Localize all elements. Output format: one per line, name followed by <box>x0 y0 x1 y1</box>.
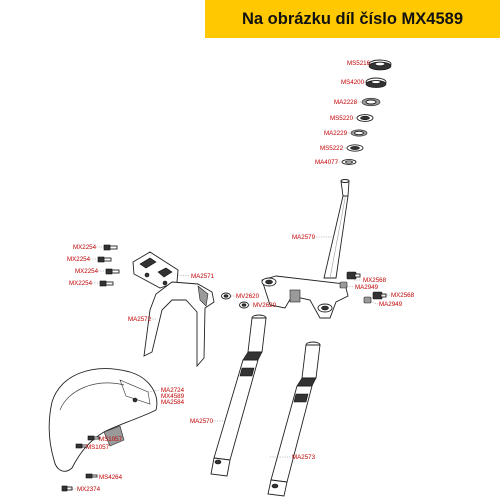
part-ms1057-1[interactable] <box>87 435 100 441</box>
title-banner: Na obrázku díl číslo MX4589 <box>205 0 500 38</box>
leader-lines <box>70 62 390 490</box>
part-ma2570[interactable] <box>210 314 267 477</box>
label-mv2620-1: MV2620 <box>236 293 260 300</box>
label-ma2229: MA2229 <box>324 130 348 137</box>
part-mx2374[interactable] <box>61 485 73 492</box>
label-ma2573: MA2573 <box>292 454 316 461</box>
part-mv2620-1[interactable] <box>221 292 231 300</box>
label-ma2584: MA2584 <box>161 399 185 406</box>
label-ms5216: MS5216 <box>347 60 371 67</box>
part-mx2568-top[interactable] <box>346 271 361 280</box>
label-mx2254-1: MX2254 <box>73 244 97 251</box>
part-ma4077[interactable] <box>341 159 357 165</box>
part-ms4264[interactable] <box>85 473 98 479</box>
label-ms5220: MS5220 <box>330 115 354 122</box>
part-ms4200[interactable] <box>365 77 387 88</box>
part-mx2254-4[interactable] <box>99 280 114 287</box>
label-ma2949-1: MA2949 <box>355 284 379 291</box>
part-mx2254-1[interactable] <box>103 244 118 251</box>
part-ma2572[interactable] <box>143 281 215 368</box>
part-ms5216[interactable] <box>368 59 392 71</box>
label-ma4077: MA4077 <box>315 159 339 166</box>
part-mv2620-2[interactable] <box>239 301 249 309</box>
label-ma2579: MA2579 <box>292 234 316 241</box>
bolt-group-mx2254 <box>97 244 120 287</box>
label-ma2571: MA2571 <box>191 273 215 280</box>
label-ma2228: MA2228 <box>334 99 358 106</box>
label-ma2949-2: MA2949 <box>379 301 403 308</box>
part-ms1057-2[interactable] <box>75 443 88 449</box>
label-mx2374: MX2374 <box>77 486 101 493</box>
banner-title: Na obrázku díl číslo MX4589 <box>242 9 463 28</box>
label-ma2572: MA2572 <box>128 316 152 323</box>
label-ms5222: MS5222 <box>320 145 344 152</box>
label-mx2568-1: MX2568 <box>363 277 387 284</box>
label-mv2620-2: MV2620 <box>253 302 277 309</box>
part-mx2254-2[interactable] <box>97 256 112 263</box>
label-mx4589: MX4589 <box>161 393 185 400</box>
part-ma2573[interactable] <box>267 341 321 497</box>
part-mx2254-3[interactable] <box>105 268 120 275</box>
part-mx2568-bottom[interactable] <box>372 291 387 300</box>
part-mx4589-mudguard[interactable] <box>48 368 158 472</box>
part-ma2949-top[interactable] <box>339 281 348 289</box>
part-ma2229[interactable] <box>350 129 368 137</box>
part-ma2571[interactable] <box>132 251 179 289</box>
label-mx2254-2: MX2254 <box>67 256 91 263</box>
part-ma2949-bottom[interactable] <box>363 296 372 304</box>
part-ms5222[interactable] <box>346 144 364 152</box>
part-labels: MS5216 MS4200 MA2228 MS5220 MA2229 MS522… <box>67 60 415 493</box>
part-triple-clamp[interactable] <box>261 275 349 319</box>
label-ms4264: MS4264 <box>99 474 123 481</box>
part-ma2228[interactable] <box>361 97 381 107</box>
bearing-stack <box>341 59 392 165</box>
label-mx2568-2: MX2568 <box>391 292 415 299</box>
label-ms1057-2: MS1057 <box>86 444 110 451</box>
label-mx2254-4: MX2254 <box>69 280 93 287</box>
label-ms4200: MS4200 <box>341 79 365 86</box>
label-ma2570: MA2570 <box>190 418 214 425</box>
part-ms5220[interactable] <box>356 114 374 122</box>
part-ma2579[interactable] <box>323 179 350 279</box>
label-ma2724: MA2724 <box>161 387 185 394</box>
label-mx2254-3: MX2254 <box>75 268 99 275</box>
label-ms1057-1: MS1057 <box>99 436 123 443</box>
